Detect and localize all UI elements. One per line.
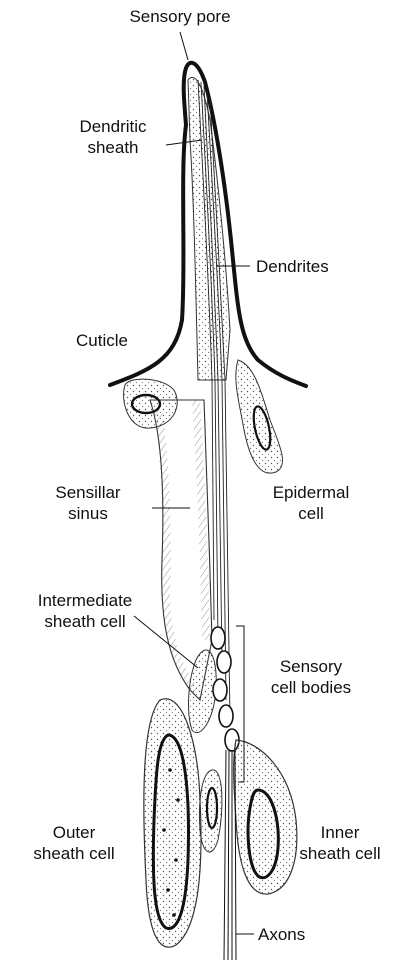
- label-cuticle: Cuticle: [76, 330, 128, 351]
- inner-sheath-cell-shape: [234, 740, 297, 894]
- epidermal-cell-shape: [236, 360, 283, 473]
- label-outer-sheath-cell: Outer sheath cell: [14, 822, 134, 864]
- intermediate-sheath-cell-shape: [189, 650, 217, 733]
- label-sensillar-sinus: Sensillar sinus: [28, 482, 148, 524]
- label-inner-sheath-cell: Inner sheath cell: [290, 822, 390, 864]
- label-sensory-pore: Sensory pore: [110, 6, 250, 27]
- label-epidermal-cell: Epidermal cell: [256, 482, 366, 524]
- label-axons: Axons: [258, 924, 305, 945]
- label-intermediate-sheath-cell: Intermediate sheath cell: [10, 590, 160, 632]
- label-dendrites: Dendrites: [256, 256, 329, 277]
- label-dendritic-sheath: Dendritic sheath: [58, 116, 168, 158]
- label-sensory-cell-bodies: Sensory cell bodies: [246, 656, 376, 698]
